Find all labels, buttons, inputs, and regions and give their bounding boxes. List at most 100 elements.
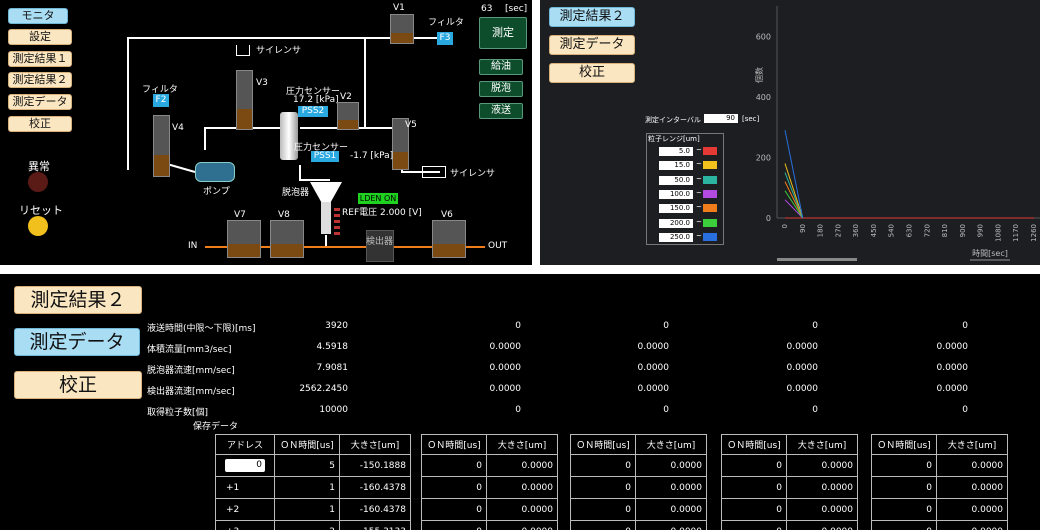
summary-value: 0 <box>515 321 521 331</box>
nav-calibration[interactable]: 校正 <box>8 116 72 132</box>
on-time-cell: 0 <box>871 476 937 499</box>
valve-v6[interactable] <box>432 220 466 258</box>
interval-input[interactable]: 90 <box>704 114 738 123</box>
nav-calibration[interactable]: 校正 <box>14 371 142 399</box>
alarm-label: 異常 <box>28 160 50 173</box>
summary-value: 0.0000 <box>637 363 670 373</box>
nav-calibration[interactable]: 校正 <box>549 63 635 83</box>
summary-row-label: 体積流量[mm3/sec] <box>147 345 232 355</box>
oil-button[interactable]: 給油 <box>479 59 523 75</box>
on-time-cell: 0 <box>421 498 487 521</box>
size-cell: -160.4378 <box>339 498 411 521</box>
on-time-cell: 2 <box>274 520 340 530</box>
range-input[interactable]: 100.0 <box>659 189 693 199</box>
nav-result-1[interactable]: 測定結果１ <box>8 51 72 67</box>
size-header: 大きさ[um] <box>486 434 558 455</box>
y-axis-label: 個数 <box>754 67 764 83</box>
range-input[interactable]: 5.0 <box>659 147 693 156</box>
summary-value: 0 <box>812 405 818 415</box>
valve-v3[interactable] <box>236 70 253 130</box>
size-cell: 0.0000 <box>635 520 707 530</box>
ref-voltage: REF電圧 2.000 [V] <box>342 208 422 218</box>
label-filter-left: フィルタ <box>142 85 178 95</box>
on-time-cell: 0 <box>421 476 487 499</box>
summary-value: 0.0000 <box>489 384 522 394</box>
summary-value: 0.0000 <box>936 363 969 373</box>
degas-button[interactable]: 脱泡 <box>479 81 523 97</box>
nav-result-2[interactable]: 測定結果２ <box>8 72 72 88</box>
range-tilde: ~ <box>696 188 702 197</box>
size-cell: 0.0000 <box>486 498 558 521</box>
range-input[interactable]: 50.0 <box>659 175 693 185</box>
valve-v4[interactable] <box>153 115 170 177</box>
x-tick-label: 1170 <box>1012 224 1020 242</box>
table-row: 00.0000 <box>871 520 1008 530</box>
nav-measure-data[interactable]: 測定データ <box>14 328 140 356</box>
label-pressure-sensor-1: 圧力センサー <box>286 87 341 97</box>
table-header-row: ＯＮ時間[us]大きさ[um] <box>421 434 558 455</box>
size-cell: 0.0000 <box>786 454 858 477</box>
valve-v5[interactable] <box>392 118 409 170</box>
nav-measure-data[interactable]: 測定データ <box>549 35 635 55</box>
series-line <box>784 190 804 219</box>
x-tick-label: 180 <box>817 224 825 237</box>
summary-value: 7.9081 <box>316 363 349 373</box>
range-tilde: ~ <box>696 146 702 154</box>
label-silencer-right: サイレンサ <box>450 169 496 179</box>
lden-indicator: LDEN ON <box>358 193 398 204</box>
valve-v2[interactable] <box>337 102 359 130</box>
range-input[interactable]: 250.0 <box>659 232 693 242</box>
heater-icon <box>334 208 340 238</box>
nav-measure-data[interactable]: 測定データ <box>8 94 72 110</box>
liquid-feed-button[interactable]: 液送 <box>479 103 523 119</box>
pump-icon[interactable] <box>195 162 235 182</box>
on-time-cell: 1 <box>274 476 340 499</box>
valve-v1[interactable] <box>390 14 414 44</box>
measure-button[interactable]: 測定 <box>479 17 527 49</box>
range-input[interactable]: 200.0 <box>659 218 693 228</box>
address-input[interactable]: 0 <box>225 459 265 472</box>
nav-monitor[interactable]: モニタ <box>8 8 68 24</box>
x-tick-label: 90 <box>799 224 807 233</box>
sensor-pss1: PSS1 <box>311 151 339 162</box>
on-time-cell: 0 <box>570 498 636 521</box>
size-cell: 0.0000 <box>936 520 1008 530</box>
x-tick-label: 720 <box>923 224 931 237</box>
summary-value: 0.0000 <box>637 384 670 394</box>
range-input[interactable]: 150.0 <box>659 204 693 214</box>
size-cell: 0.0000 <box>486 476 558 499</box>
nav-settings[interactable]: 設定 <box>8 29 72 45</box>
on-time-header: ＯＮ時間[us] <box>871 434 937 455</box>
valve-v7[interactable] <box>227 220 261 258</box>
reset-button[interactable] <box>28 216 48 236</box>
range-input[interactable]: 15.0 <box>659 161 693 171</box>
x-tick-label: 270 <box>834 224 842 237</box>
saved-data-table: ＯＮ時間[us]大きさ[um]00.000000.000000.000000.0… <box>871 434 1008 530</box>
table-header-row: ＯＮ時間[us]大きさ[um] <box>871 434 1008 455</box>
on-time-cell: 0 <box>570 520 636 530</box>
label-degasser: 脱泡器 <box>282 188 310 198</box>
summary-value: 0 <box>962 405 968 415</box>
range-color-swatch <box>703 161 717 170</box>
on-time-header: ＯＮ時間[us] <box>274 434 340 455</box>
valve-v8[interactable] <box>270 220 304 258</box>
summary-value: 4.5918 <box>316 342 349 352</box>
nav-result-2[interactable]: 測定結果２ <box>14 286 142 314</box>
x-axis-label: 時間[sec] <box>972 249 1008 258</box>
on-time-cell: 0 <box>570 476 636 499</box>
size-cell: 0.0000 <box>786 498 858 521</box>
nav-result-2[interactable]: 測定結果２ <box>549 7 635 27</box>
summary-row-label: 液送時間(中限～下限)[ms] <box>147 324 256 334</box>
graph-panel: 測定結果２ 測定データ 校正 測定インターバル 90 [sec] 粒子レンジ[u… <box>540 0 1040 265</box>
summary-value: 0 <box>962 321 968 331</box>
interval-label: 測定インターバル <box>645 116 701 124</box>
alarm-lamp <box>28 172 48 192</box>
scrollbar[interactable] <box>777 258 857 261</box>
